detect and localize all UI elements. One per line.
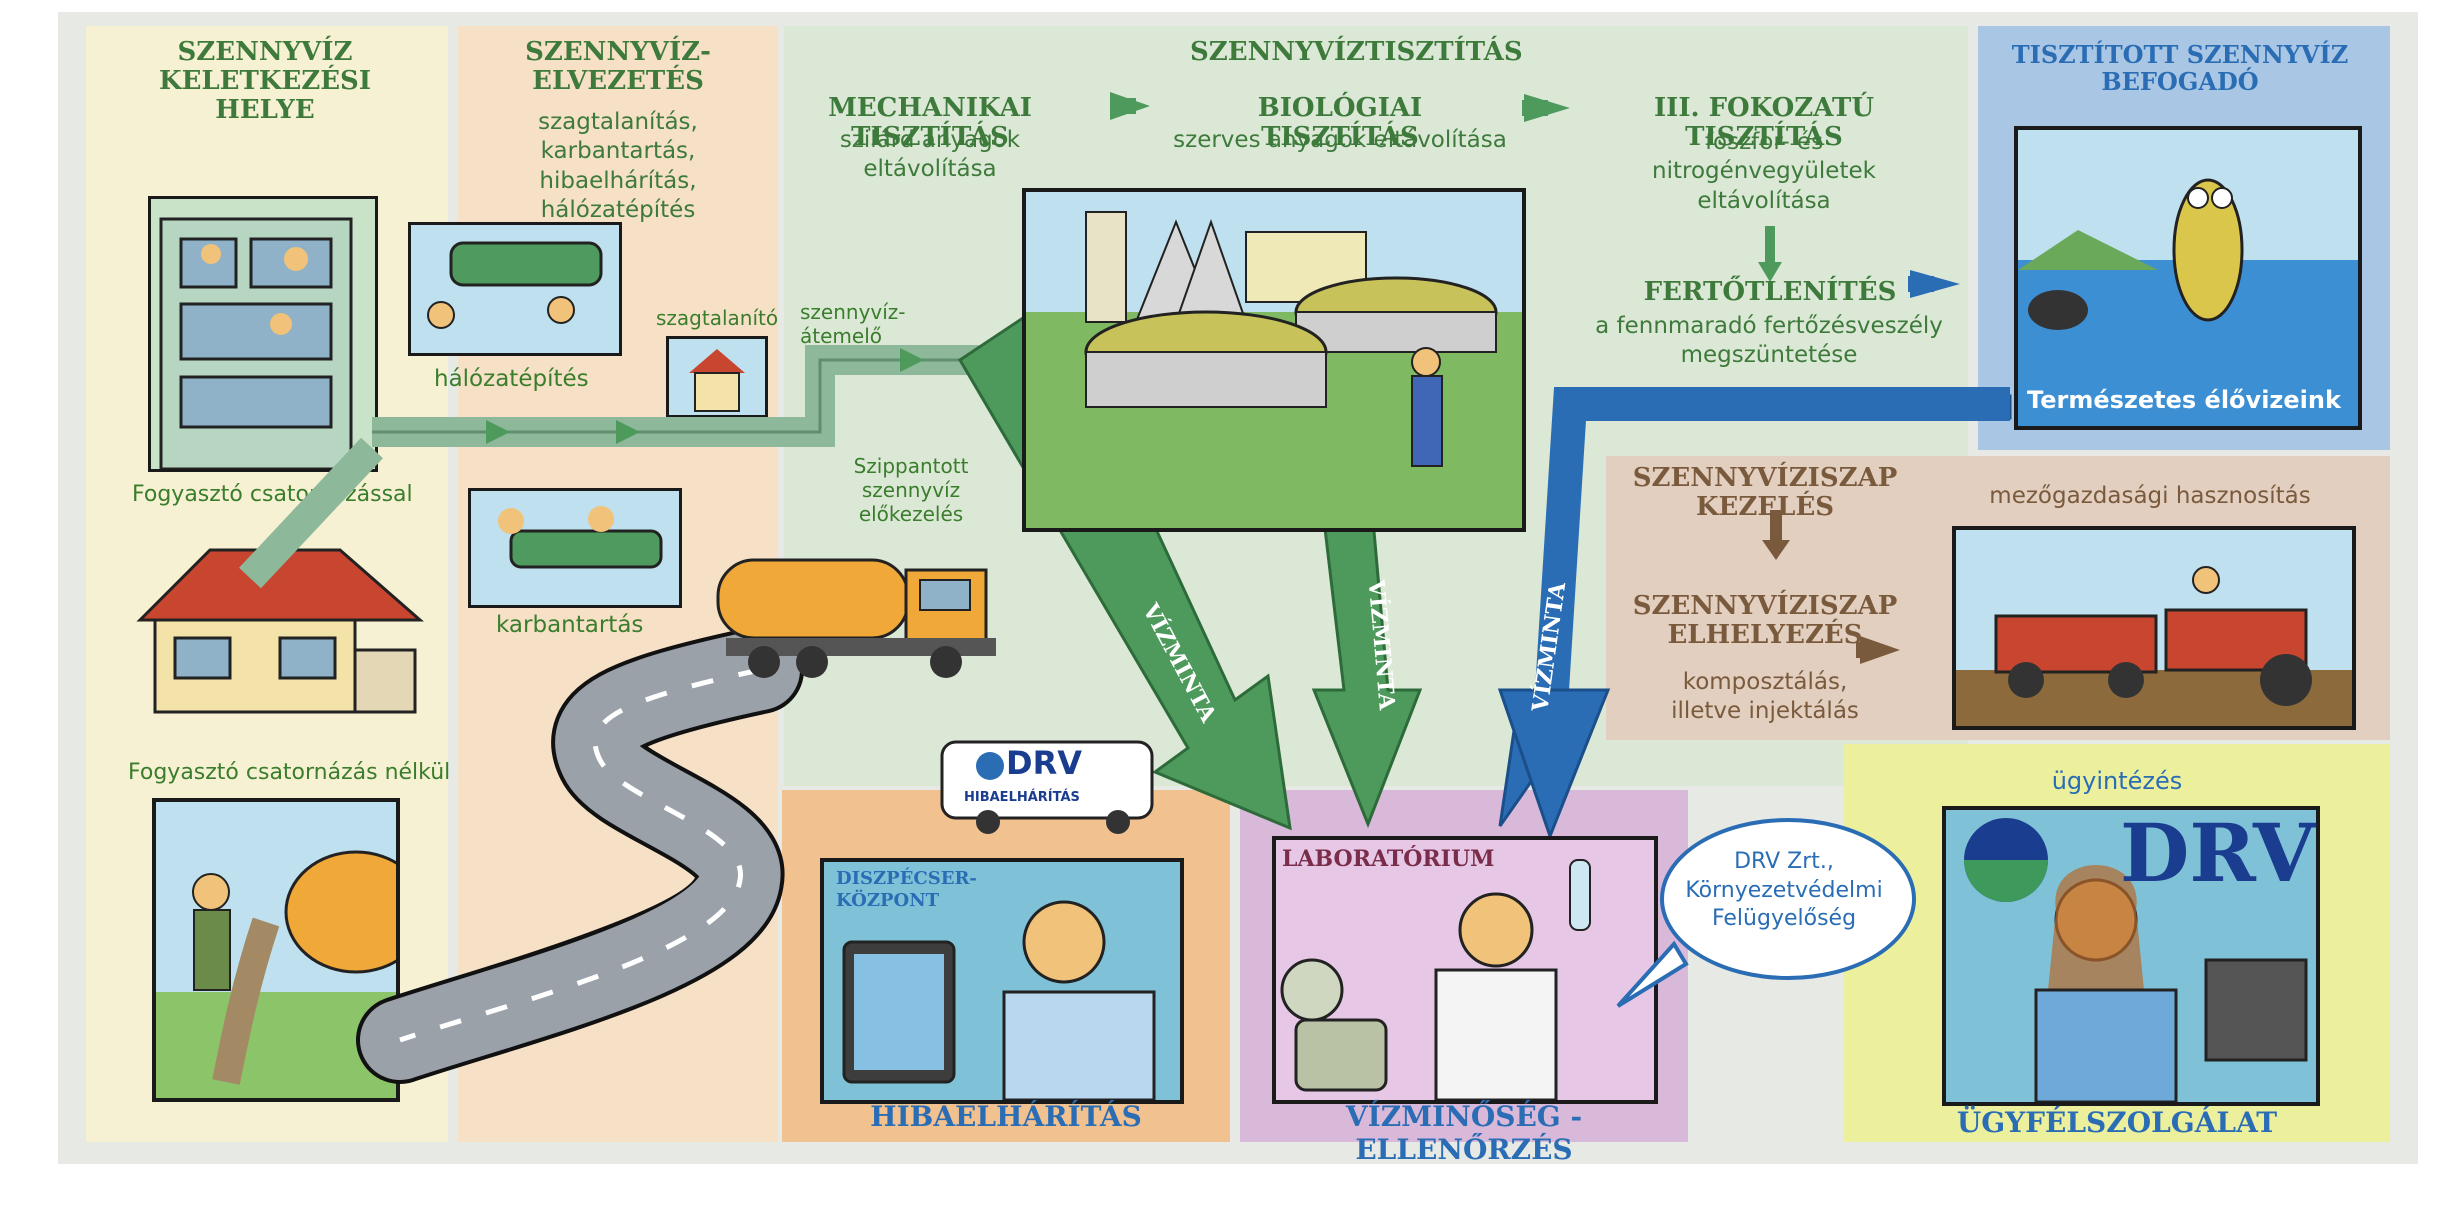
receiver-caption: Természetes élővizeink bbox=[2027, 386, 2341, 414]
drv-van-illustration bbox=[938, 736, 1168, 836]
customer-service-illustration bbox=[1942, 806, 2320, 1106]
mech-title: MECHANIKAI TISZTÍTÁS bbox=[828, 93, 1032, 153]
lab-panel-label: LABORATÓRIUM bbox=[1282, 846, 1495, 872]
dispatcher-panel-label: DISZPÉCSER-KÖZPONT bbox=[836, 868, 977, 911]
repair-title: HIBAELHÁRÍTÁS bbox=[870, 1100, 1142, 1133]
house-illustration bbox=[130, 540, 436, 718]
lab-bubble-text: DRV Zrt., Környezetvédelmi Felügyelőség bbox=[1685, 849, 1883, 932]
pipe-construction-illustration bbox=[408, 222, 622, 356]
suction-truck-illustration bbox=[716, 540, 1002, 690]
label-maintenance: karbantartás bbox=[496, 612, 644, 638]
receiver-title: TISZTÍTOTT SZENNYVÍZ BEFOGADÓ bbox=[2011, 40, 2349, 96]
drainage-desc: szagtalanítás, karbantartás, hibaelhárít… bbox=[538, 109, 698, 224]
lab-speech-bubble bbox=[1660, 818, 1916, 980]
van-subtext: HIBAELHÁRÍTÁS bbox=[964, 790, 1080, 805]
river-fish-illustration bbox=[2014, 126, 2362, 430]
label-odor-control: szagtalanító bbox=[656, 306, 779, 330]
service-title: ÜGYFÉLSZOLGÁLAT bbox=[1956, 1106, 2278, 1139]
third-stage-title: III. FOKOZATÚ TISZTÍTÁS bbox=[1654, 93, 1874, 153]
sludge-disposal-title: SZENNYVÍZISZAP ELHELYEZÉS bbox=[1632, 591, 1898, 651]
disinfection-desc: a fennmaradó fertőzésveszély megszünteté… bbox=[1595, 313, 1943, 369]
lab-title: VÍZMINŐSÉG - ELLENŐRZÉS bbox=[1345, 1100, 1583, 1166]
bio-desc: szerves anyagok eltávolítása bbox=[1173, 127, 1507, 153]
van-brand: DRV bbox=[1006, 744, 1082, 782]
sludge-treatment-title: SZENNYVÍZISZAP KEZELÉS bbox=[1632, 463, 1898, 523]
label-network-building: hálózatépítés bbox=[434, 366, 589, 392]
disinfection-title: FERTŐTLENÍTÉS bbox=[1643, 277, 1897, 307]
odor-control-station-illustration bbox=[666, 336, 768, 418]
agri-use-label: mezőgazdasági hasznosítás bbox=[1989, 483, 2311, 509]
dispatcher-illustration bbox=[820, 858, 1184, 1104]
service-brand: DRV bbox=[2120, 806, 2316, 900]
sludge-disposal-desc: komposztálás, illetve injektálás bbox=[1671, 669, 1859, 725]
label-suction-pretreatment: Szippantott szennyvíz előkezelés bbox=[853, 454, 969, 526]
treatment-title: SZENNYVÍZTISZTÍTÁS bbox=[1190, 37, 1523, 67]
third-stage-desc: foszfor- és nitrogénvegyületek eltávolít… bbox=[1652, 129, 1876, 214]
bio-title: BIOLÓGIAI TISZTÍTÁS bbox=[1257, 93, 1423, 153]
laboratory-illustration bbox=[1272, 836, 1658, 1104]
treatment-plant-illustration bbox=[1022, 188, 1526, 532]
drainage-title: SZENNYVÍZ-ELVEZETÉS bbox=[525, 37, 711, 97]
service-top-label: ügyintézés bbox=[2051, 767, 2183, 795]
mech-desc: szilárd anyagok eltávolítása bbox=[839, 127, 1021, 183]
label-sewer-consumer: Fogyasztó csatornázással bbox=[132, 482, 413, 507]
lab-speech-bubble-tail bbox=[1616, 940, 1689, 1008]
source-title: SZENNYVÍZ KELETKEZÉSI HELYE bbox=[158, 37, 371, 126]
maintenance-illustration bbox=[468, 488, 682, 608]
label-pump-station: szennyvíz-átemelő bbox=[800, 300, 906, 348]
apartment-building-illustration bbox=[148, 196, 378, 472]
tractor-illustration bbox=[1952, 526, 2356, 730]
label-no-sewer-consumer: Fogyasztó csatornázás nélkül bbox=[128, 760, 451, 785]
